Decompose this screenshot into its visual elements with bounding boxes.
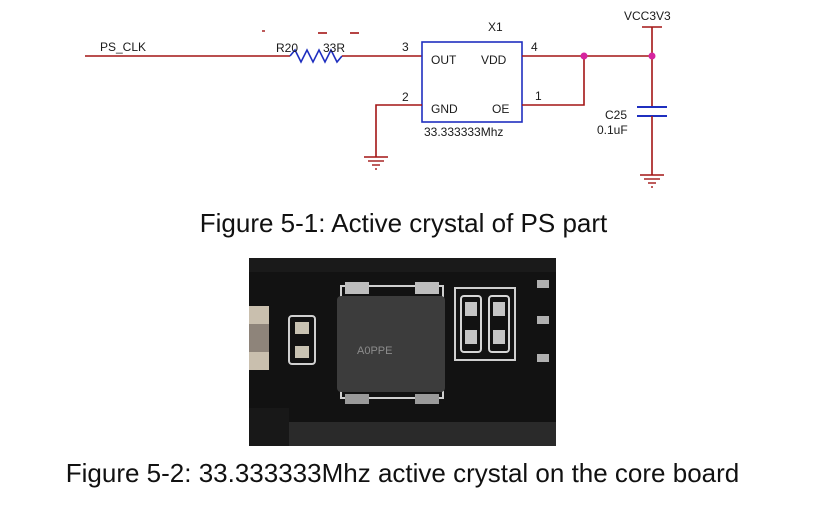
capacitor-ref-label: C25: [605, 108, 627, 122]
bottom-component: [285, 422, 556, 446]
edge-pad-2: [537, 316, 549, 324]
crystal-chip-marking: A0PPE: [357, 345, 392, 357]
right-component-1-outline: [460, 295, 482, 353]
capacitor-value-label: 0.1uF: [597, 123, 628, 137]
ps-clk-label: PS_CLK: [100, 40, 146, 54]
pin-vdd-label: VDD: [481, 53, 507, 67]
left-component-cap: [249, 324, 269, 352]
crystal-schematic: PS_CLK R20 33R 3 X1 OUT VDD GND OE 33.33…: [85, 9, 671, 188]
crystal-chip-pad-bl: [345, 394, 369, 404]
pin-1-number: 1: [535, 89, 542, 103]
gnd-wire: [375, 104, 422, 157]
small-resistor-pad-top: [295, 322, 309, 334]
oe-wire: [522, 56, 585, 106]
right-component-1-pad-bottom: [465, 330, 477, 344]
crystal-board-photo: A0PPE: [249, 258, 556, 446]
resistor-r20-symbol: [289, 48, 343, 64]
figure-1-caption: Figure 5-1: Active crystal of PS part: [199, 208, 608, 238]
vcc-junction: [648, 52, 656, 60]
crystal-chip-pad-br: [415, 394, 439, 404]
edge-pad-1: [537, 280, 549, 288]
pin-out-label: OUT: [431, 53, 457, 67]
power-net-label: VCC3V3: [624, 9, 671, 23]
edge-pad-3: [537, 354, 549, 362]
ground-symbol-left: [364, 156, 388, 170]
oe-vdd-junction: [580, 52, 588, 60]
crystal-ref-label: X1: [488, 20, 503, 34]
crystal-x1-body: [421, 41, 523, 123]
resistor-value-label: 33R: [323, 41, 345, 55]
pcb-top-shadow: [249, 258, 556, 272]
resistor-ref-label: R20: [276, 41, 298, 55]
pin-2-number: 2: [402, 90, 409, 104]
pin-gnd-label: GND: [431, 102, 458, 116]
right-component-2-outline: [488, 295, 510, 353]
pin-oe-label: OE: [492, 102, 509, 116]
pin-4-number: 4: [531, 40, 538, 54]
figure-2-caption: Figure 5-2: 33.333333Mhz active crystal …: [65, 458, 740, 488]
small-resistor-pad-bottom: [295, 346, 309, 358]
crystal-chip-pad-tr: [415, 282, 439, 294]
small-resistor-outline: [288, 315, 316, 365]
crystal-chip-pad-tl: [345, 282, 369, 294]
crystal-chip-body: [337, 296, 445, 392]
pin-3-number: 3: [402, 40, 409, 54]
bottom-left-shadow: [249, 408, 289, 446]
right-component-2-pad-top: [493, 302, 505, 316]
right-component-2-pad-bottom: [493, 330, 505, 344]
crystal-frequency-label: 33.333333Mhz: [424, 125, 503, 139]
right-silkscreen-box: [454, 287, 516, 361]
ground-symbol-right: [640, 174, 664, 188]
right-component-1-pad-top: [465, 302, 477, 316]
